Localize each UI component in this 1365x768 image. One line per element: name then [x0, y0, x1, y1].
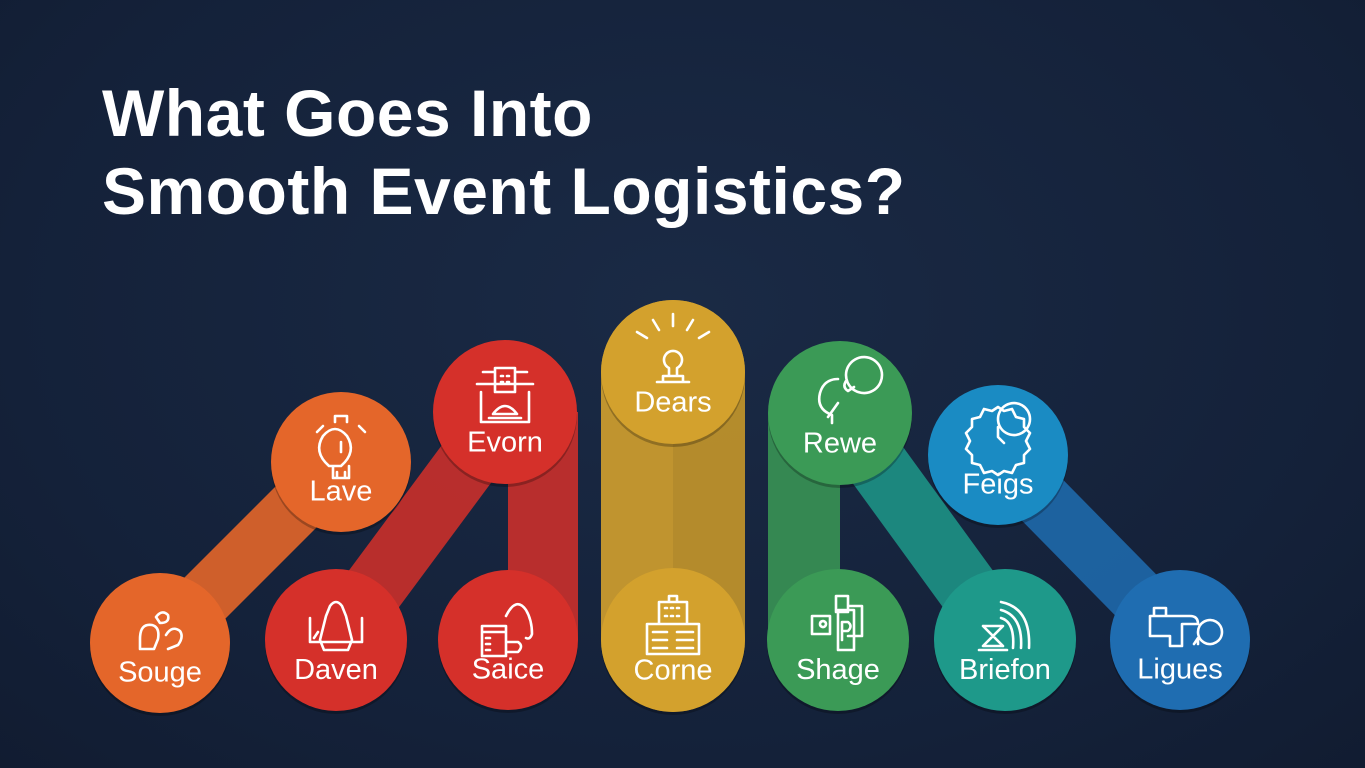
node-shage[interactable]: Shage	[767, 569, 909, 714]
stage-building-icon	[475, 366, 535, 424]
node-feigs[interactable]: Feigs	[928, 385, 1068, 528]
node-label: Feigs	[963, 469, 1034, 501]
node-circle	[934, 569, 1076, 711]
node-label: Saice	[472, 654, 545, 686]
node-label: Rewe	[803, 428, 877, 460]
node-label: Souge	[118, 657, 202, 689]
transport-clock-icon	[1148, 606, 1224, 648]
people-group-icon	[138, 611, 183, 651]
node-circle	[1110, 570, 1250, 710]
node-label: Ligues	[1137, 654, 1222, 686]
node-label: Evorn	[467, 427, 543, 459]
title-line-2: Smooth Event Logistics?	[102, 154, 906, 228]
node-evorn[interactable]: Evorn	[433, 340, 577, 487]
node-circle	[433, 340, 577, 484]
node-label: Corne	[634, 655, 713, 687]
node-label: Lave	[310, 476, 373, 508]
node-circle	[265, 569, 407, 711]
node-ligues[interactable]: Ligues	[1110, 570, 1250, 713]
catering-icon	[480, 602, 534, 658]
node-label: Shage	[796, 654, 880, 686]
parking-signs-icon	[810, 594, 864, 652]
presenter-screen-icon	[308, 600, 364, 652]
node-corne[interactable]: Corne	[601, 568, 745, 715]
node-circle	[438, 570, 578, 710]
node-circle	[928, 385, 1068, 525]
title-line-1: What Goes Into	[102, 76, 593, 150]
node-circle	[601, 568, 745, 712]
head-search-icon	[817, 355, 884, 425]
node-lave[interactable]: Lave	[271, 392, 411, 535]
spotlight-icon	[635, 312, 711, 384]
gear-clock-icon	[964, 401, 1032, 477]
node-label: Briefon	[959, 654, 1051, 686]
wifi-signal-icon	[977, 600, 1031, 652]
page-title: What Goes Into Smooth Event Logistics?	[102, 74, 906, 230]
node-souge[interactable]: Souge	[90, 573, 230, 716]
node-circle	[271, 392, 411, 532]
node-saice[interactable]: Saice	[438, 570, 578, 713]
node-label: Daven	[294, 654, 378, 686]
node-circle	[768, 341, 912, 485]
node-label: Dears	[634, 387, 711, 419]
venue-building-icon	[645, 594, 701, 656]
node-circle	[601, 300, 745, 444]
node-dears[interactable]: Dears	[601, 300, 745, 447]
node-circle	[90, 573, 230, 713]
node-daven[interactable]: Daven	[265, 569, 407, 714]
node-briefon[interactable]: Briefon	[934, 569, 1076, 714]
lightbulb-icon	[315, 414, 367, 480]
node-rewe[interactable]: Rewe	[768, 341, 912, 488]
